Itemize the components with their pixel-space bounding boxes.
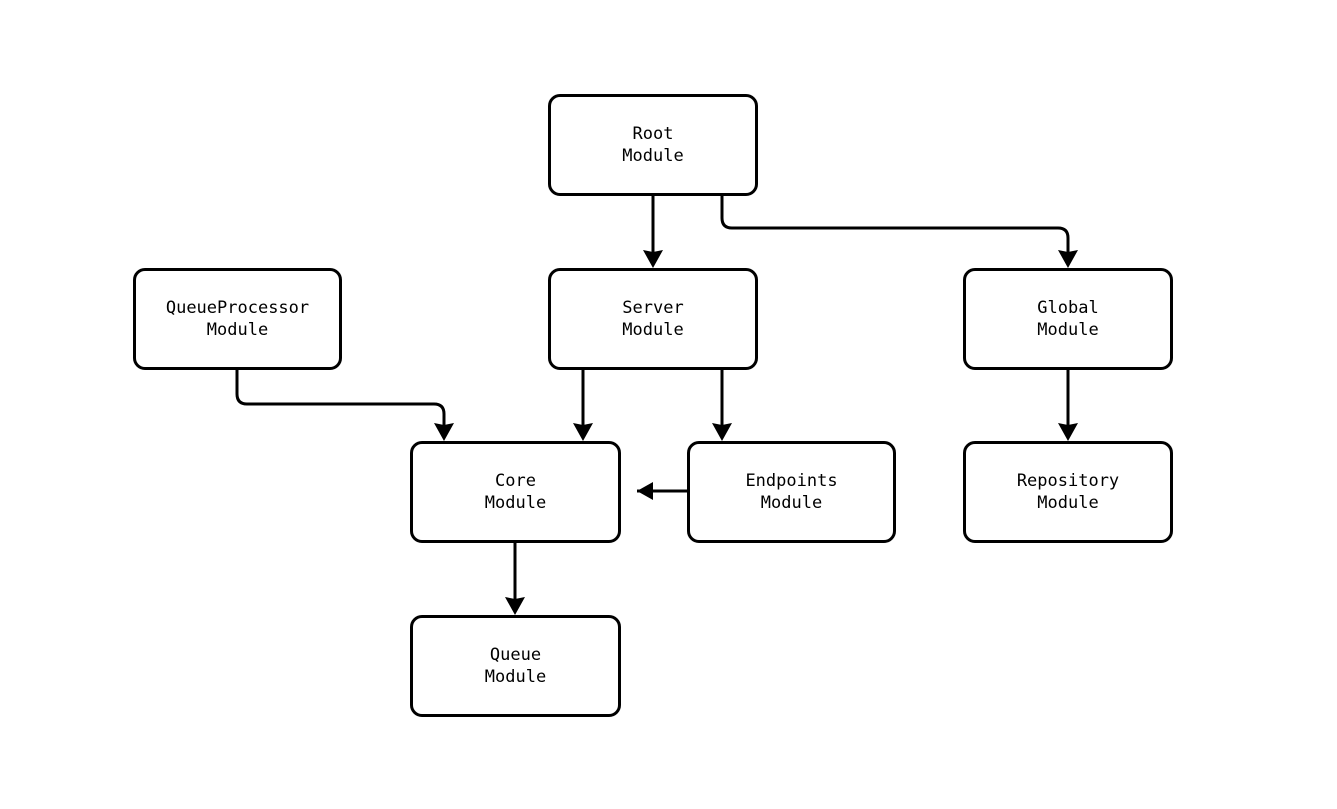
- node-queue-module-line1: Queue: [489, 645, 542, 665]
- node-queueprocessor-module[interactable]: QueueProcessor Module: [133, 268, 342, 370]
- node-root-module-line2: Module: [622, 146, 684, 166]
- node-repository-module[interactable]: Repository Module: [963, 441, 1173, 543]
- node-endpoints-module[interactable]: Endpoints Module: [687, 441, 896, 543]
- node-global-module[interactable]: Global Module: [963, 268, 1173, 370]
- arrowhead-server-to-endpoints: [712, 423, 732, 441]
- arrowhead-root-to-global: [1058, 250, 1078, 268]
- node-repository-module-line1: Repository: [1016, 471, 1120, 491]
- node-root-module[interactable]: Root Module: [548, 94, 758, 196]
- node-global-module-line1: Global: [1037, 298, 1099, 318]
- arrowhead-server-to-core: [573, 423, 593, 441]
- arrowhead-endpoints-to-core: [637, 482, 653, 500]
- node-core-module-line2: Module: [484, 493, 547, 513]
- node-core-module-line1: Core: [495, 471, 536, 491]
- node-endpoints-module-line1: Endpoints: [745, 471, 838, 491]
- node-core-module[interactable]: Core Module: [410, 441, 621, 543]
- arrowhead-global-to-repository: [1058, 423, 1078, 441]
- arrowhead-root-to-server: [643, 250, 663, 268]
- node-endpoints-module-line2: Module: [760, 493, 823, 513]
- arrowhead-core-to-queue: [505, 597, 525, 615]
- arrowhead-queueprocessor-to-core: [434, 423, 454, 441]
- node-queue-module-line2: Module: [484, 667, 547, 687]
- edge-root-to-global: [720, 196, 1070, 252]
- node-queueprocessor-module-line1: QueueProcessor: [165, 298, 310, 318]
- node-queueprocessor-module-line2: Module: [206, 320, 269, 340]
- edge-queueprocessor-to-core: [235, 370, 446, 425]
- node-root-module-line1: Root: [632, 124, 674, 144]
- node-global-module-line2: Module: [1037, 320, 1099, 340]
- node-repository-module-line2: Module: [1037, 493, 1099, 513]
- node-server-module-line1: Server: [622, 298, 684, 318]
- node-queue-module[interactable]: Queue Module: [410, 615, 621, 717]
- node-server-module[interactable]: Server Module: [548, 268, 758, 370]
- node-server-module-line2: Module: [622, 320, 684, 340]
